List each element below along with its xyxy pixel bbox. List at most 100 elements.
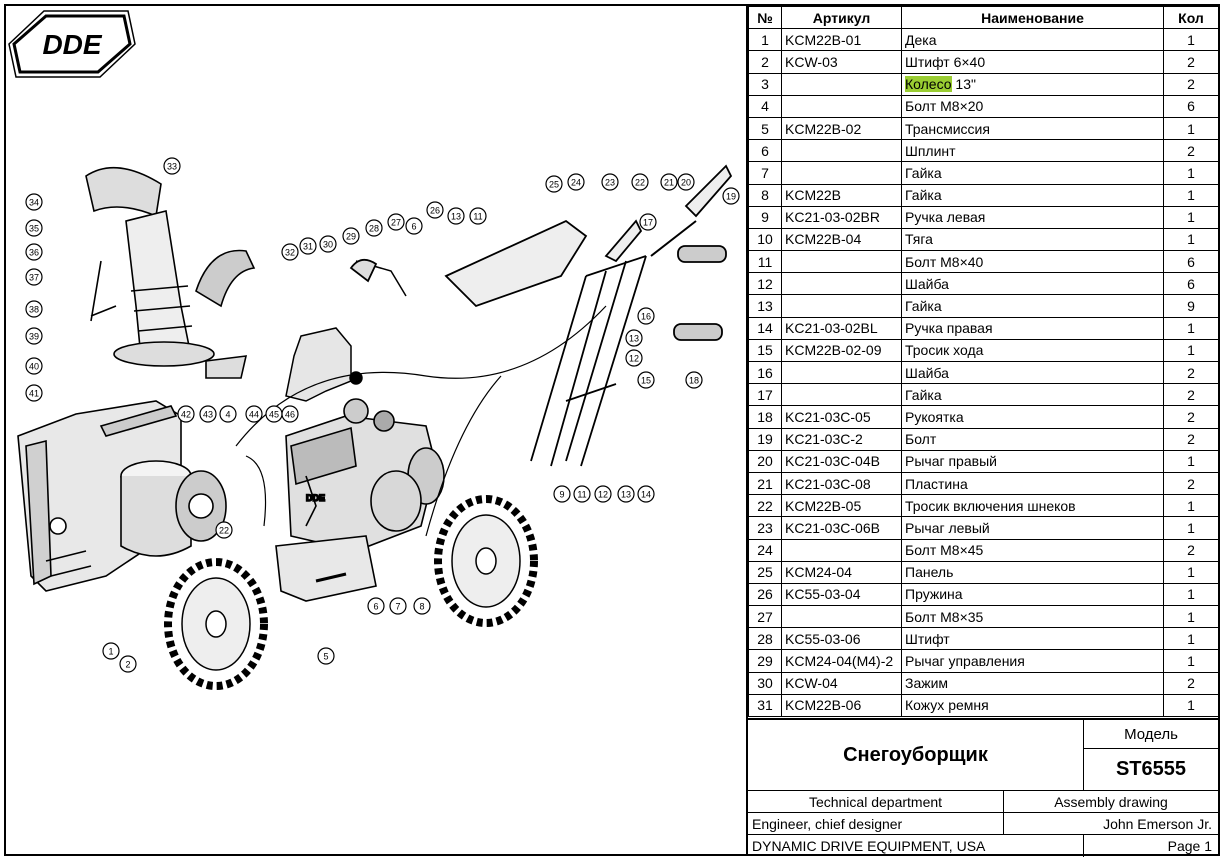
row-qty: 1 — [1163, 28, 1219, 52]
row-article: KCM22B-01 — [781, 28, 902, 52]
row-name: Болт — [901, 427, 1164, 451]
row-num: 22 — [748, 494, 782, 518]
row-article: KC21-03C-05 — [781, 405, 902, 429]
row-name: Ручка правая — [901, 316, 1164, 340]
company-row: DYNAMIC DRIVE EQUIPMENT, USA Page 1 — [748, 834, 1218, 857]
row-num: 9 — [748, 205, 782, 229]
callout-number: 15 — [641, 376, 651, 386]
callout-circle — [387, 213, 405, 231]
row-article — [781, 294, 902, 318]
callout-number: 26 — [430, 206, 440, 216]
callout-number: 27 — [391, 218, 401, 228]
callout-circle — [102, 642, 120, 660]
row-name: Пружина — [901, 582, 1164, 607]
callout-number: 9 — [559, 490, 564, 500]
callout-circle — [426, 201, 444, 219]
row-name: Рукоятка — [901, 405, 1164, 429]
row-article: KCW-04 — [781, 671, 902, 695]
row-qty: 2 — [1163, 360, 1219, 385]
callout-circle — [319, 235, 337, 253]
header-article: Артикул — [781, 5, 902, 30]
row-name: Болт M8×40 — [901, 250, 1164, 274]
callout-circle — [25, 384, 43, 402]
callout-number: 12 — [598, 490, 608, 500]
row-num: 27 — [748, 605, 782, 629]
row-article — [781, 538, 902, 562]
callout-number: 40 — [29, 362, 39, 372]
callout-number: 45 — [269, 410, 279, 420]
callout-number: 19 — [726, 192, 736, 202]
row-article: KC21-03C-06B — [781, 516, 902, 540]
row-num: 4 — [748, 94, 782, 118]
row-num: 25 — [748, 560, 782, 584]
row-name: Колесо 13" — [901, 72, 1164, 96]
callout-number: 13 — [629, 334, 639, 344]
callout-circle — [685, 371, 703, 389]
row-article: KC21-03C-08 — [781, 471, 902, 496]
callout-circle — [601, 173, 619, 191]
row-name: Тросик хода — [901, 338, 1164, 363]
row-article: KC55-03-04 — [781, 582, 902, 607]
callout-number: 41 — [29, 389, 39, 399]
callout-number: 36 — [29, 248, 39, 258]
callout-number: 37 — [29, 273, 39, 283]
callout-number: 1 — [108, 647, 113, 657]
row-num: 10 — [748, 227, 782, 252]
row-name: Шплинт — [901, 139, 1164, 163]
row-article: KCM22B-06 — [781, 693, 902, 718]
callout-circle — [677, 173, 695, 191]
callout-number: 21 — [664, 178, 674, 188]
row-name: Тросик включения шнеков — [901, 494, 1164, 518]
parts-table-header: № Артикул Наименование Кол — [748, 5, 1219, 30]
row-num: 26 — [748, 582, 782, 607]
row-num: 2 — [748, 50, 782, 74]
callout-circle — [594, 485, 612, 503]
callout-circle — [625, 349, 643, 367]
department-row: Technical department Assembly drawing — [748, 790, 1218, 813]
row-name: Гайка — [901, 294, 1164, 318]
cables — [235, 305, 607, 537]
product-row: Снегоуборщик Модель ST6555 — [748, 720, 1218, 790]
callout-number: 23 — [605, 178, 615, 188]
callout-number: 43 — [203, 410, 213, 420]
row-name: Панель — [901, 560, 1164, 584]
callout-circle — [553, 485, 571, 503]
callout-number: 18 — [689, 376, 699, 386]
department: Technical department — [808, 794, 943, 810]
callout-circle — [342, 227, 360, 245]
callout-number: 6 — [411, 222, 416, 232]
callout-circle — [617, 485, 635, 503]
callout-number: 42 — [181, 410, 191, 420]
header-num: № — [748, 5, 782, 30]
callout-number: 29 — [346, 232, 356, 242]
row-num: 16 — [748, 360, 782, 385]
row-article: KCM24-04(M4)-2 — [781, 649, 902, 673]
row-qty: 1 — [1163, 183, 1219, 207]
row-num: 5 — [748, 116, 782, 141]
row-article — [781, 605, 902, 629]
row-qty: 2 — [1163, 538, 1219, 562]
callout-circle — [281, 243, 299, 261]
callout-circle — [177, 405, 195, 423]
row-article: KC21-03C-04B — [781, 449, 902, 473]
assembly-drawing: DDE — [6, 6, 746, 854]
callout-circle — [469, 207, 487, 225]
row-article: KCW-03 — [781, 50, 902, 74]
row-num: 3 — [748, 72, 782, 96]
auger-housing — [17, 400, 227, 592]
row-qty: 2 — [1163, 471, 1219, 496]
callout-number: 4 — [225, 410, 230, 420]
row-qty: 1 — [1163, 338, 1219, 363]
